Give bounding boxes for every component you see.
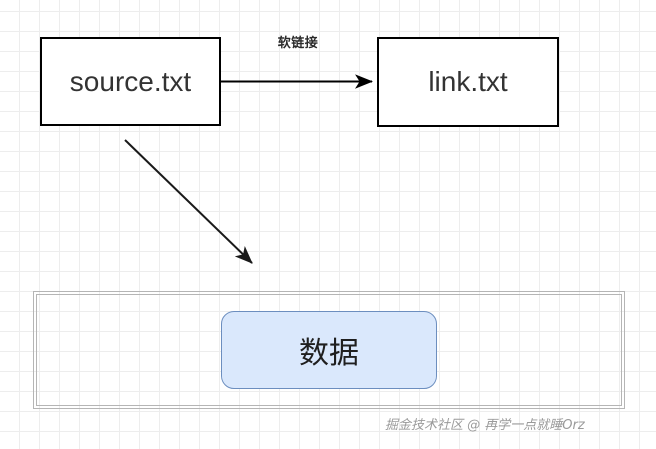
watermark-text: 掘金技术社区 @ 再学一点就睡Orz bbox=[385, 418, 585, 433]
edge-source-to-data-line bbox=[124, 139, 253, 264]
node-source-txt[interactable]: source.txt bbox=[40, 37, 221, 126]
data-container-rect bbox=[33, 291, 625, 409]
node-data-label: 数据 bbox=[299, 336, 359, 371]
node-data[interactable]: 数据 bbox=[221, 311, 437, 389]
node-source-txt-label: source.txt bbox=[69, 65, 192, 97]
node-link-txt-label: link.txt bbox=[428, 66, 508, 97]
node-link-txt[interactable]: link.txt bbox=[377, 37, 559, 127]
edge-label-soft-link: 软链接 bbox=[277, 35, 319, 50]
